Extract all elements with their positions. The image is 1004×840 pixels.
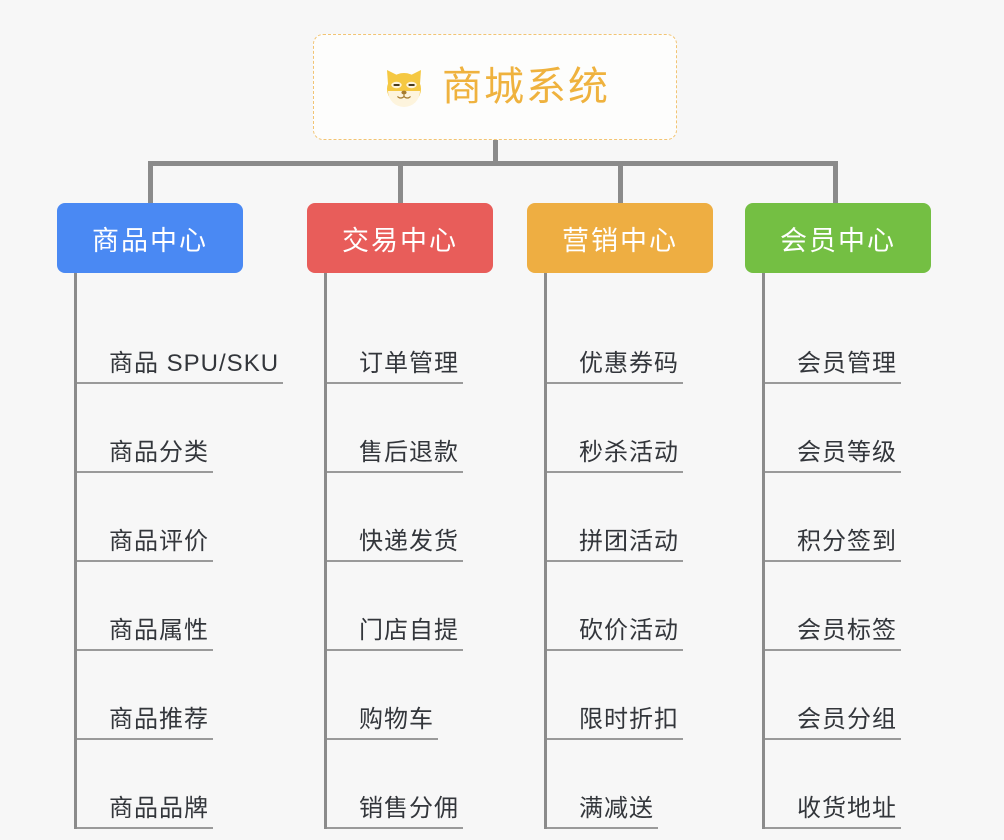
leaf-item-label: 商品 SPU/SKU [109, 350, 280, 378]
leaf-item-label: 购物车 [359, 706, 434, 734]
leaf-item-label: 收货地址 [797, 795, 897, 823]
branch-column-4: 会员中心会员管理会员等级积分签到会员标签会员分组收货地址 [745, 203, 931, 829]
branch-header-label: 商品中心 [92, 225, 208, 256]
leaf-underline [765, 738, 901, 740]
leaf-item[interactable]: 会员标签 [765, 562, 931, 651]
leaf-item-label: 拼团活动 [579, 528, 679, 556]
connector-drop-3 [618, 161, 623, 205]
leaf-item[interactable]: 限时折扣 [547, 651, 713, 740]
branch-leaf-list: 订单管理售后退款快递发货门店自提购物车销售分佣 [324, 273, 493, 829]
leaf-underline [77, 382, 283, 384]
leaf-item[interactable]: 商品分类 [77, 384, 243, 473]
shiba-dog-icon [380, 63, 428, 111]
leaf-item[interactable]: 砍价活动 [547, 562, 713, 651]
branch-header-label: 交易中心 [342, 225, 458, 256]
branch-leaf-list: 商品 SPU/SKU 商品分类商品评价商品属性商品推荐商品品牌 [74, 273, 283, 829]
connector-drop-2 [398, 161, 403, 205]
leaf-item-label: 门店自提 [359, 617, 459, 645]
leaf-item-label: 会员分组 [797, 706, 897, 734]
leaf-underline [547, 560, 683, 562]
leaf-underline [547, 471, 683, 473]
leaf-item[interactable]: 优惠券码 [547, 295, 713, 384]
leaf-underline [765, 649, 901, 651]
leaf-underline [765, 382, 901, 384]
leaf-underline [765, 560, 901, 562]
branch-leaf-list: 会员管理会员等级积分签到会员标签会员分组收货地址 [762, 273, 931, 829]
leaf-item[interactable]: 会员等级 [765, 384, 931, 473]
leaf-item-label: 砍价活动 [579, 617, 679, 645]
leaf-item-label: 会员等级 [797, 439, 897, 467]
leaf-item-label: 商品推荐 [109, 706, 209, 734]
leaf-underline [547, 382, 683, 384]
leaf-underline [77, 827, 213, 829]
branch-leaf-list: 优惠券码秒杀活动拼团活动砍价活动限时折扣满减送 [544, 273, 713, 829]
leaf-item-label: 优惠券码 [579, 350, 679, 378]
leaf-underline [327, 827, 463, 829]
connector-horizontal-bus [148, 161, 838, 166]
leaf-underline [77, 471, 213, 473]
leaf-item-label: 订单管理 [359, 350, 459, 378]
leaf-item[interactable]: 商品评价 [77, 473, 243, 562]
leaf-underline [765, 471, 901, 473]
branch-header-2[interactable]: 交易中心 [307, 203, 493, 273]
leaf-item-label: 会员管理 [797, 350, 897, 378]
leaf-underline [765, 827, 901, 829]
leaf-underline [77, 560, 213, 562]
connector-drop-4 [833, 161, 838, 205]
leaf-item[interactable]: 购物车 [327, 651, 493, 740]
leaf-item[interactable]: 售后退款 [327, 384, 493, 473]
branch-header-1[interactable]: 商品中心 [57, 203, 243, 273]
leaf-underline [327, 382, 463, 384]
leaf-underline [77, 738, 213, 740]
branch-column-2: 交易中心订单管理售后退款快递发货门店自提购物车销售分佣 [307, 203, 493, 829]
leaf-item-label: 会员标签 [797, 617, 897, 645]
leaf-underline [547, 649, 683, 651]
leaf-underline [327, 738, 438, 740]
leaf-item[interactable]: 拼团活动 [547, 473, 713, 562]
connector-root-stem [493, 140, 498, 166]
branch-column-3: 营销中心优惠券码秒杀活动拼团活动砍价活动限时折扣满减送 [527, 203, 713, 829]
leaf-item[interactable]: 会员管理 [765, 295, 931, 384]
leaf-item[interactable]: 收货地址 [765, 740, 931, 829]
leaf-item[interactable]: 积分签到 [765, 473, 931, 562]
branch-header-3[interactable]: 营销中心 [527, 203, 713, 273]
leaf-item[interactable]: 订单管理 [327, 295, 493, 384]
leaf-item[interactable]: 门店自提 [327, 562, 493, 651]
root-title: 商城系统 [442, 65, 610, 109]
leaf-item[interactable]: 商品品牌 [77, 740, 243, 829]
leaf-underline [547, 827, 658, 829]
branch-column-1: 商品中心商品 SPU/SKU 商品分类商品评价商品属性商品推荐商品品牌 [57, 203, 283, 829]
leaf-item-label: 积分签到 [797, 528, 897, 556]
leaf-item-label: 商品评价 [109, 528, 209, 556]
leaf-item-label: 商品分类 [109, 439, 209, 467]
branch-header-label: 会员中心 [780, 225, 896, 256]
leaf-item-label: 快递发货 [359, 528, 459, 556]
leaf-item[interactable]: 满减送 [547, 740, 713, 829]
leaf-item[interactable]: 秒杀活动 [547, 384, 713, 473]
leaf-item[interactable]: 商品推荐 [77, 651, 243, 740]
leaf-item-label: 满减送 [579, 795, 654, 823]
leaf-item[interactable]: 商品属性 [77, 562, 243, 651]
leaf-underline [327, 649, 463, 651]
leaf-item-label: 销售分佣 [359, 795, 459, 823]
leaf-underline [547, 738, 683, 740]
leaf-item-label: 商品属性 [109, 617, 209, 645]
leaf-item-label: 限时折扣 [579, 706, 679, 734]
leaf-item-label: 售后退款 [359, 439, 459, 467]
connector-drop-1 [148, 161, 153, 205]
leaf-item-label: 秒杀活动 [579, 439, 679, 467]
leaf-item[interactable]: 商品 SPU/SKU [77, 295, 283, 384]
leaf-item[interactable]: 快递发货 [327, 473, 493, 562]
leaf-item-label: 商品品牌 [109, 795, 209, 823]
branch-header-label: 营销中心 [562, 225, 678, 256]
leaf-underline [77, 649, 213, 651]
root-node[interactable]: 商城系统 [313, 34, 677, 140]
leaf-item[interactable]: 销售分佣 [327, 740, 493, 829]
leaf-underline [327, 560, 463, 562]
leaf-underline [327, 471, 463, 473]
leaf-item[interactable]: 会员分组 [765, 651, 931, 740]
branch-header-4[interactable]: 会员中心 [745, 203, 931, 273]
